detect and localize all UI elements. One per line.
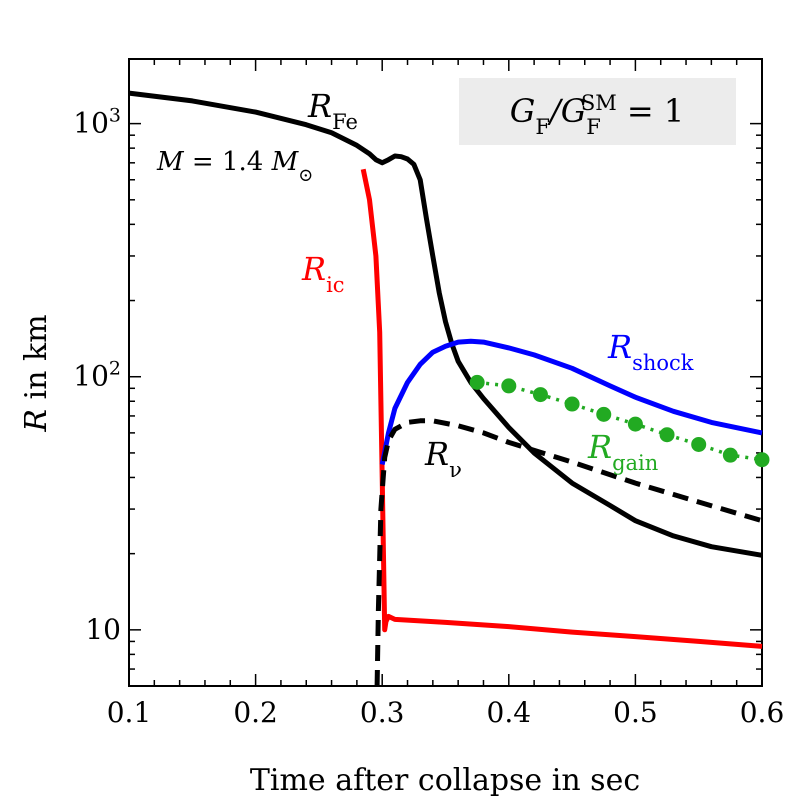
label-r-fe: RFe bbox=[307, 87, 358, 134]
x-axis-title: Time after collapse in sec bbox=[250, 763, 640, 798]
y-axis-title: R in km bbox=[19, 314, 54, 432]
gain-marker bbox=[691, 436, 707, 452]
x-tick-label: 0.3 bbox=[360, 696, 405, 729]
gain-marker bbox=[564, 396, 580, 412]
x-tick-label: 0.5 bbox=[613, 696, 658, 729]
gain-marker bbox=[754, 452, 770, 468]
y-tick-label: 10 bbox=[85, 613, 121, 646]
y-tick-label: 103 bbox=[73, 105, 121, 140]
label-r-nu: Rν bbox=[424, 435, 462, 482]
series-line-r-nu bbox=[374, 418, 763, 687]
legend-box bbox=[459, 78, 736, 145]
gain-marker bbox=[596, 406, 612, 422]
label-r-shock: Rshock bbox=[607, 328, 694, 375]
x-tick-label: 0.4 bbox=[487, 696, 532, 729]
x-tick-label: 0.1 bbox=[107, 696, 152, 729]
y-tick-label: 102 bbox=[73, 358, 121, 393]
axis-tick-labels: 0.1 0.2 0.3 0.4 0.5 0.6 10 102 103 bbox=[73, 105, 784, 729]
gain-marker bbox=[722, 447, 738, 463]
label-r-ic: Ric bbox=[301, 250, 345, 297]
series-line-r-fe bbox=[128, 90, 763, 558]
mass-annotation: M = 1.4 M⊙ bbox=[156, 147, 313, 186]
axis-ticks bbox=[128, 59, 763, 687]
series-line-r-ic bbox=[360, 168, 763, 649]
x-tick-label: 0.6 bbox=[740, 696, 785, 729]
series-layer bbox=[128, 90, 770, 687]
gain-marker bbox=[501, 378, 517, 394]
gain-marker bbox=[532, 387, 548, 403]
legend-text: GF/GFSM = 1 bbox=[510, 91, 684, 139]
x-tick-label: 0.2 bbox=[233, 696, 278, 729]
label-r-gain: Rgain bbox=[587, 428, 658, 475]
gain-marker bbox=[659, 427, 675, 443]
series-line-r-shock bbox=[379, 338, 763, 465]
gain-marker bbox=[469, 374, 485, 390]
gain-marker bbox=[627, 416, 643, 432]
plot-frame bbox=[128, 58, 763, 687]
